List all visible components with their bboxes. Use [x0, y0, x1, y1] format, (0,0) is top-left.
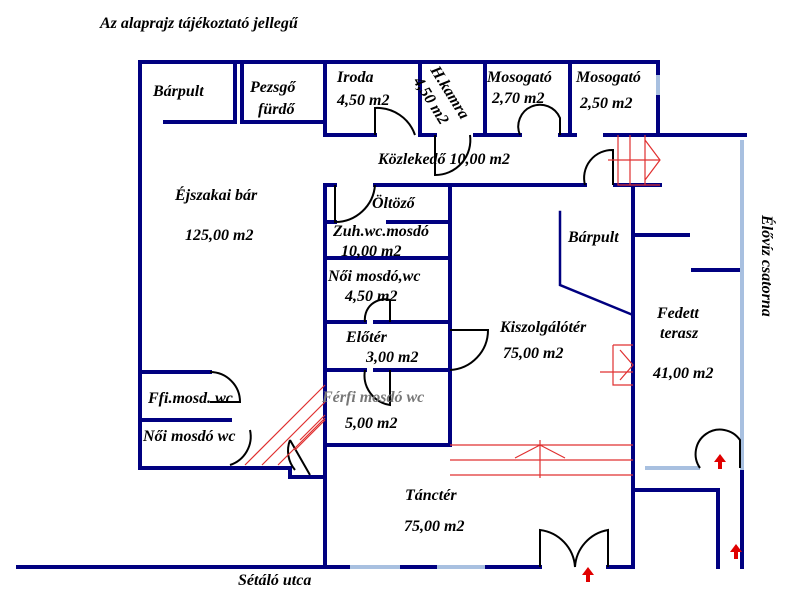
room-area: 5,00 m2	[345, 415, 397, 432]
room-area: 4,50 m2	[344, 288, 397, 305]
room-label: Női mosdó,wc	[327, 268, 420, 285]
room-label: Közlekedő 10,00 m2	[377, 151, 510, 168]
room-area: 2,70 m2	[491, 90, 544, 107]
room-area: 41,00 m2	[652, 365, 713, 382]
room-area: 75,00 m2	[404, 518, 464, 535]
arrow-up-icon	[582, 567, 594, 582]
walls	[16, 60, 747, 569]
room-label: Éjszakai bár	[174, 185, 258, 204]
room-label: Pezsgő	[249, 79, 296, 96]
canal-label: Élővíz csatorna	[758, 214, 777, 317]
room-area: 125,00 m2	[185, 227, 253, 244]
room-label: Mosogató	[575, 69, 641, 86]
room-label: Kiszolgálótér	[499, 319, 587, 336]
room-area: 10,00 m2	[341, 243, 401, 260]
room-area: 3,00 m2	[365, 349, 418, 366]
entrance-arrows	[582, 454, 742, 582]
room-label: terasz	[660, 325, 699, 342]
street-label: Sétáló utca	[238, 572, 311, 589]
room-label: Előtér	[345, 329, 388, 346]
arrow-up-icon	[730, 544, 742, 559]
room-label: Zuh.wc.mosdó	[332, 223, 429, 240]
room-label: Mosogató	[486, 69, 552, 86]
room-label: fürdő	[258, 101, 295, 118]
stairs	[244, 135, 661, 478]
doors	[209, 103, 741, 568]
room-label: Tánctér	[405, 487, 457, 504]
room-label: Bárpult	[152, 83, 204, 100]
room-area: 75,00 m2	[503, 345, 563, 362]
room-label: Öltöző	[372, 194, 416, 212]
room-area: 2,50 m2	[579, 95, 632, 112]
room-area: 4,50 m2	[336, 92, 389, 109]
room-label: Női mosdó wc	[142, 428, 235, 445]
arrow-up-icon	[714, 454, 726, 469]
room-label: Ffi.mosd. wc	[147, 390, 233, 407]
room-label: Iroda	[336, 69, 373, 86]
disclaimer-note: Az alaprajz tájékoztató jellegű	[99, 15, 299, 32]
room-label: Bárpult	[567, 229, 619, 246]
room-label: Férfi mosdó wc	[321, 389, 424, 406]
room-label: Fedett	[656, 305, 699, 322]
